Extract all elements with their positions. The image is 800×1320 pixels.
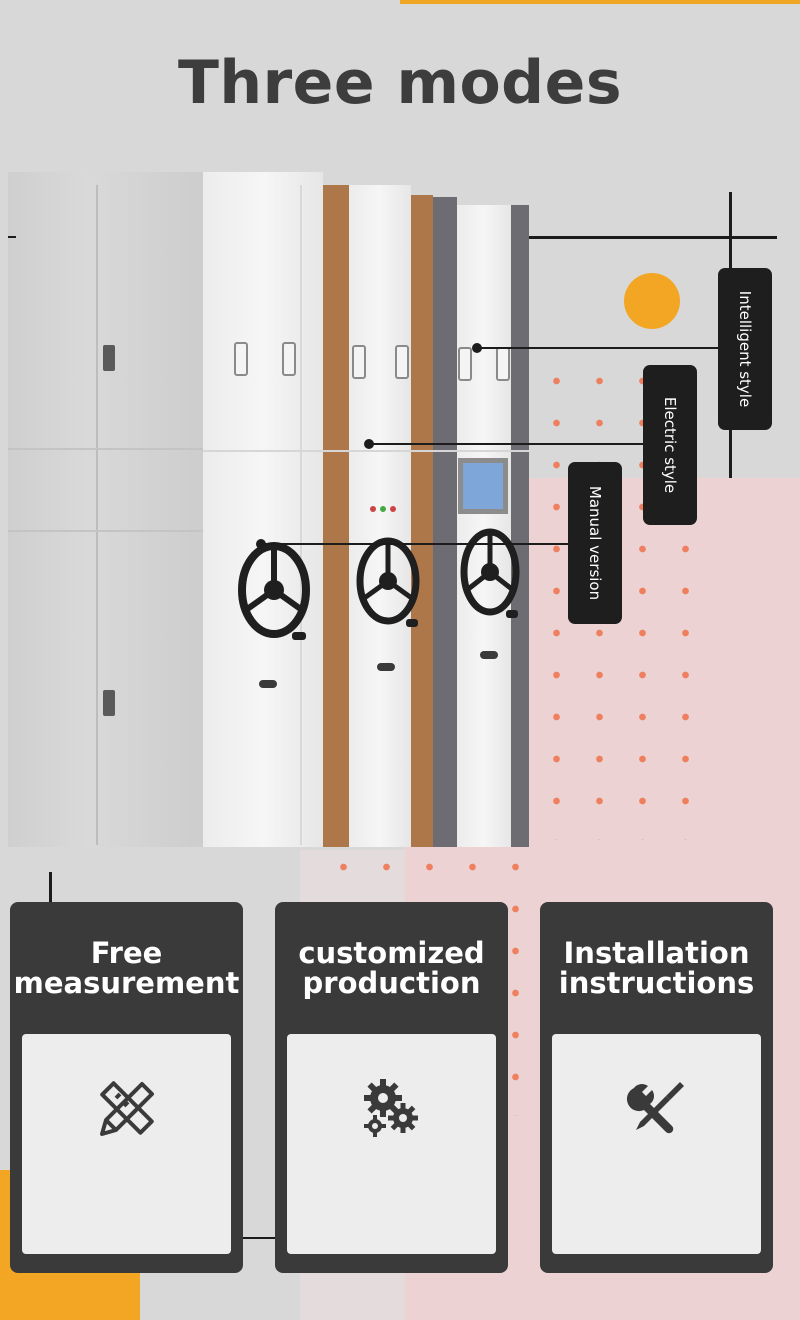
card-installation-instructions: Installation instructions (540, 902, 773, 1273)
card-customized-production: customized production (275, 902, 508, 1273)
connector-line (243, 1237, 277, 1239)
callout-line (49, 872, 52, 904)
cabinet-seam (203, 450, 529, 452)
cabinet-seam (300, 185, 302, 845)
indicator-light (380, 506, 386, 512)
hand-wheel-icon (460, 528, 520, 618)
orange-circle-decoration (624, 273, 680, 329)
callout-line (529, 236, 777, 239)
keyhole (480, 651, 498, 659)
card-title-line: production (302, 966, 481, 1000)
ruler-pencil-icon (99, 1081, 154, 1136)
card-panel (552, 1034, 761, 1254)
card-panel (22, 1034, 231, 1254)
indicator-light (370, 506, 376, 512)
cabinet-body (457, 205, 511, 847)
card-title: Installation instructions (540, 938, 773, 998)
keyhole (259, 680, 277, 688)
hand-wheel-icon (238, 542, 310, 640)
tag-intelligent-style: Intelligent style (718, 268, 772, 430)
gears-icon (363, 1079, 418, 1137)
tag-electric-style: Electric style (643, 365, 697, 525)
cabinet-handle (352, 345, 366, 379)
card-title-line: Installation (563, 936, 750, 970)
mobile-cabinet-illustration (8, 172, 529, 847)
hand-wheel-icon (356, 537, 420, 627)
cabinet-end-panel (8, 172, 203, 847)
wrench-screwdriver-icon (626, 1082, 684, 1134)
cabinet-seam (96, 185, 98, 845)
card-title: Free measurement (10, 938, 243, 998)
card-title-line: Free (90, 936, 163, 970)
card-panel (287, 1034, 496, 1254)
callout-line (261, 543, 570, 545)
cabinet-handle (496, 347, 510, 381)
cabinet-stripe (433, 197, 457, 847)
tag-label: Electric style (661, 396, 680, 494)
cabinet-seam (8, 448, 203, 450)
card-title-line: measurement (13, 966, 240, 1000)
cabinet-seam (8, 530, 203, 532)
tag-label: Intelligent style (736, 290, 755, 408)
cabinet-body (203, 172, 323, 847)
cabinet-body (349, 185, 411, 847)
tag-label: Manual version (586, 485, 604, 601)
touch-screen-panel (458, 458, 508, 514)
callout-line (8, 236, 16, 238)
cabinet-stripe (323, 185, 349, 847)
cabinet-stripe (411, 195, 433, 847)
card-title-line: instructions (558, 966, 755, 1000)
keyhole (377, 663, 395, 671)
cabinet-stripe (511, 205, 529, 847)
card-title: customized production (275, 938, 508, 998)
indicator-light (390, 506, 396, 512)
page-title: Three modes (177, 48, 623, 118)
cabinet-handle (395, 345, 409, 379)
tag-manual-version: Manual version (568, 462, 622, 624)
callout-line (369, 443, 644, 445)
top-accent-bar (400, 0, 800, 4)
cabinet-handle (234, 342, 248, 376)
card-title-line: customized (298, 936, 485, 970)
lock-icon (103, 345, 115, 371)
card-free-measurement: Free measurement (10, 902, 243, 1273)
cabinet-handle (458, 347, 472, 381)
cabinet-handle (282, 342, 296, 376)
callout-line (477, 347, 720, 349)
lock-icon (103, 690, 115, 716)
